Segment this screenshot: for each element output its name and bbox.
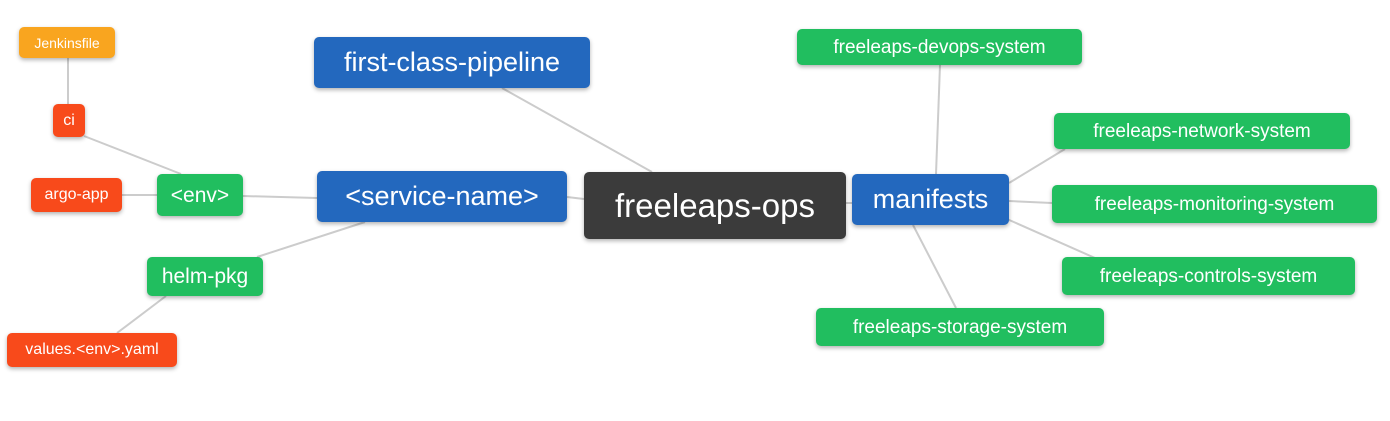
- edge-manifests-to-freeleaps-monitoring-system: [1008, 200, 1053, 204]
- node-freeleaps-storage-system[interactable]: freeleaps-storage-system: [816, 308, 1104, 346]
- node-freeleaps-monitoring-system[interactable]: freeleaps-monitoring-system: [1052, 185, 1377, 223]
- edge-manifests-to-freeleaps-devops-system: [935, 64, 941, 175]
- edge-ci-to-env: [83, 135, 182, 175]
- node-freeleaps-devops-system[interactable]: freeleaps-devops-system: [797, 29, 1082, 65]
- edge-values-env-yaml-to-helm-pkg: [116, 295, 167, 334]
- node-jenkinsfile[interactable]: Jenkinsfile: [19, 27, 115, 58]
- node-freeleaps-ops[interactable]: freeleaps-ops: [584, 172, 846, 239]
- node-manifests[interactable]: manifests: [852, 174, 1009, 225]
- node-argo-app[interactable]: argo-app: [31, 178, 122, 212]
- node-env[interactable]: <env>: [157, 174, 243, 216]
- node-service-name[interactable]: <service-name>: [317, 171, 567, 222]
- edge-first-class-pipeline-to-freeleaps-ops: [501, 87, 653, 173]
- node-helm-pkg[interactable]: helm-pkg: [147, 257, 263, 296]
- node-values-env-yaml[interactable]: values.<env>.yaml: [7, 333, 177, 367]
- node-ci[interactable]: ci: [53, 104, 85, 137]
- node-first-class-pipeline[interactable]: first-class-pipeline: [314, 37, 590, 88]
- edge-helm-pkg-to-service-name: [256, 221, 366, 258]
- edge-manifests-to-freeleaps-controls-system: [1006, 218, 1096, 259]
- edge-env-to-service-name: [242, 195, 318, 199]
- node-freeleaps-network-system[interactable]: freeleaps-network-system: [1054, 113, 1350, 149]
- edge-manifests-to-freeleaps-network-system: [1008, 148, 1066, 184]
- node-freeleaps-controls-system[interactable]: freeleaps-controls-system: [1062, 257, 1355, 295]
- edge-manifests-to-freeleaps-storage-system: [912, 224, 957, 309]
- edge-service-name-to-freeleaps-ops: [566, 196, 585, 200]
